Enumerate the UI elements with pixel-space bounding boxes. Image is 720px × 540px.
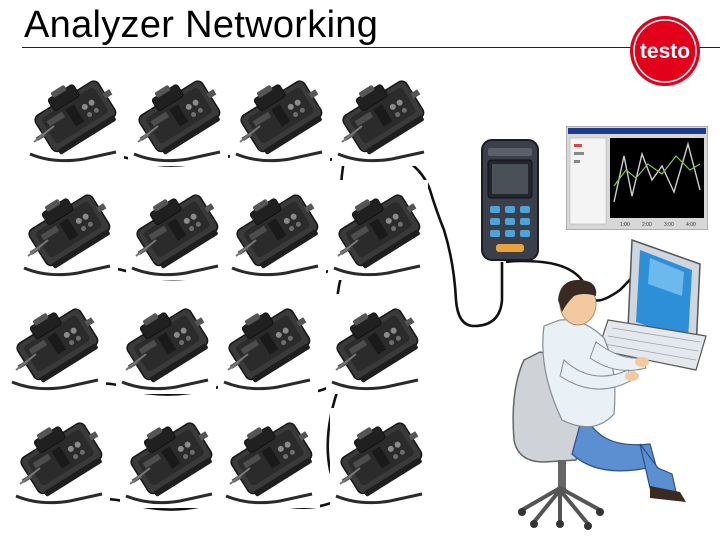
graph-tick: 2:00 xyxy=(642,222,652,228)
analyzer-unit-r1-c3 xyxy=(226,66,331,166)
person-at-computer-icon xyxy=(500,230,720,530)
analyzer-unit-r3-c4 xyxy=(322,294,427,394)
analyzer-unit-r3-c3 xyxy=(214,294,319,394)
analyzer-unit-r2-c3 xyxy=(222,180,327,280)
analyzer-unit-r4-c1 xyxy=(6,408,111,508)
analyzer-unit-r3-c2 xyxy=(112,294,217,394)
analyzer-unit-r1-c2 xyxy=(124,66,229,166)
graph-software-window-icon: 1:00 2:00 3:00 4:00 xyxy=(566,126,708,230)
analyzer-unit-r1-c1 xyxy=(20,66,125,166)
graph-tick: 3:00 xyxy=(664,222,674,228)
analyzer-unit-r4-c3 xyxy=(216,408,321,508)
analyzer-unit-r4-c4 xyxy=(326,408,431,508)
graph-tick: 4:00 xyxy=(686,222,696,228)
analyzer-unit-r3-c1 xyxy=(2,294,107,394)
analyzer-unit-r1-c4 xyxy=(328,66,433,166)
graph-tick: 1:00 xyxy=(620,222,630,228)
analyzer-grid xyxy=(2,66,433,508)
analyzer-unit-r2-c2 xyxy=(122,180,227,280)
analyzer-unit-r4-c2 xyxy=(116,408,221,508)
analyzer-unit-r2-c4 xyxy=(324,180,429,280)
analyzer-unit-r2-c1 xyxy=(14,180,119,280)
